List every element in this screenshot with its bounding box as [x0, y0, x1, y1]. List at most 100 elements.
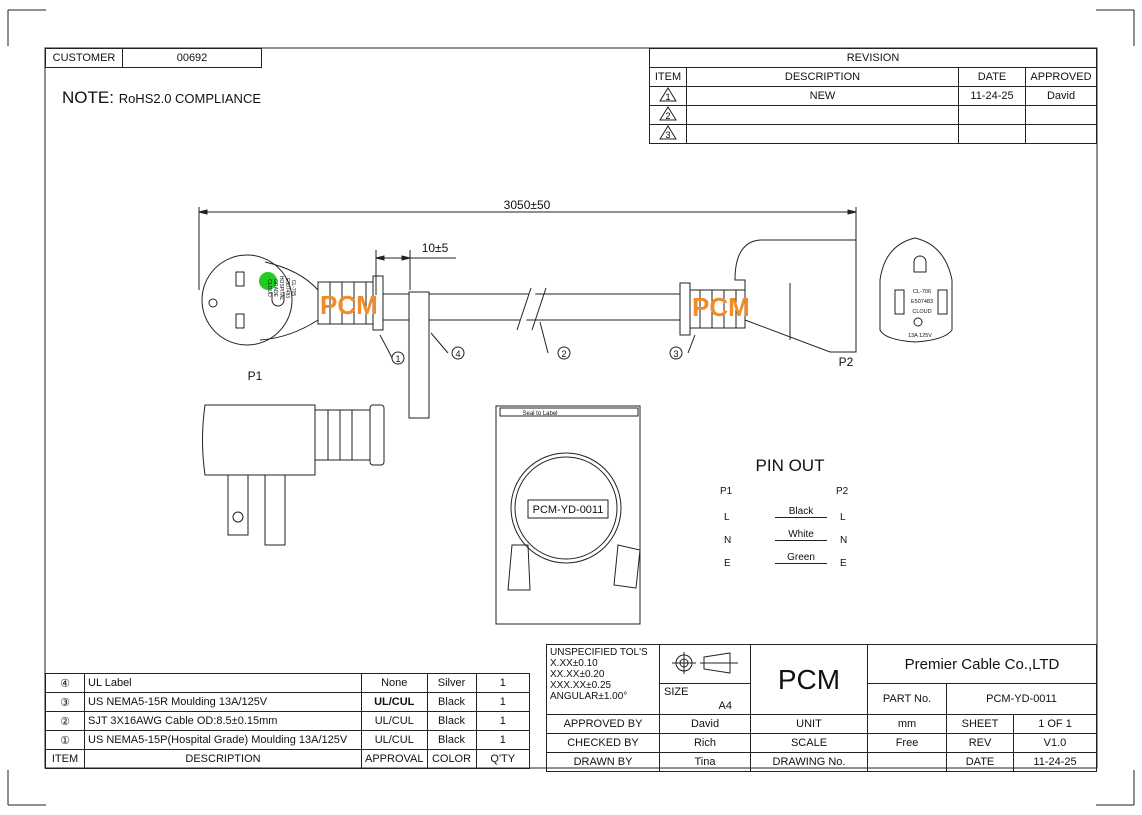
hospital-grade-dot — [259, 272, 277, 290]
customer-box: CUSTOMER 00692 — [45, 48, 262, 68]
approved-by: David — [659, 714, 751, 734]
customer-label: CUSTOMER — [45, 48, 123, 68]
pinout-left: E — [724, 558, 731, 569]
sheet: 1 OF 1 — [1013, 714, 1097, 734]
ul-label — [408, 291, 430, 419]
pinout-color: Black — [775, 506, 827, 518]
bom-item: ④ — [45, 673, 85, 693]
pinout-right: N — [840, 535, 848, 546]
p2-label: P2 — [839, 355, 854, 369]
size-cell: SIZE A4 — [659, 683, 751, 715]
checked-by: Rich — [659, 733, 751, 753]
note-prefix: NOTE: — [62, 88, 114, 107]
bom-qty: 1 — [475, 730, 530, 750]
title-block: UNSPECIFIED TOL'S X.XX±0.10 XX.XX±0.20 X… — [546, 644, 1097, 772]
bom-color: Black — [426, 730, 477, 750]
pinout-color: Green — [775, 552, 827, 564]
label-dim-text: 10±5 — [422, 241, 449, 255]
bom-color: Silver — [426, 673, 477, 693]
pinout: PIN OUT P1 P2 L Black L N White N E Gree… — [700, 456, 870, 575]
plug-text: GRADE — [272, 279, 278, 297]
pinout-left: L — [724, 512, 730, 523]
scale: Free — [867, 733, 947, 753]
bom-table: ④ UL Label None Silver 1 ③ US NEMA5-15R … — [45, 673, 530, 769]
bom-approval: UL/CUL — [361, 692, 428, 712]
date-label: DATE — [946, 752, 1014, 772]
approved-by-label: APPROVED BY — [546, 714, 660, 734]
receptacle-text: CL-706 — [913, 289, 931, 295]
tolerance-line: X.XX±0.10 — [550, 658, 598, 669]
company-name: Premier Cable Co.,LTD — [867, 644, 1097, 684]
bom-row: ④ UL Label None Silver 1 — [45, 673, 530, 693]
callout-circle — [391, 351, 405, 365]
rev: V1.0 — [1013, 733, 1097, 753]
plug-text: E507483 — [284, 278, 290, 298]
bom-desc: SJT 3X16AWG Cable OD:8.5±0.15mm — [84, 711, 362, 731]
bom-row: ② SJT 3X16AWG Cable OD:8.5±0.15mm UL/CUL… — [45, 711, 530, 731]
bom-header: Q'TY — [475, 749, 530, 769]
callout-2: 2 — [561, 349, 566, 359]
arrow-left-icon — [198, 209, 208, 215]
p1-label: P1 — [248, 369, 263, 383]
pinout-row: L Black L — [700, 506, 870, 529]
bom-approval: UL/CUL — [361, 711, 428, 731]
projection-symbol-icon — [659, 644, 751, 684]
receptacle-text: 13A 125V — [908, 333, 932, 339]
unit-label: UNIT — [750, 714, 868, 734]
plug-text: HOSPITAL — [278, 276, 284, 301]
revision-item: 3 — [665, 130, 670, 140]
bom-desc: US NEMA5-15R Moulding 13A/125V — [84, 692, 362, 712]
tb-logo: PCM — [750, 644, 868, 715]
plug-text: CL-705 — [290, 280, 296, 297]
p2-body — [734, 239, 857, 353]
revision-header: ITEM — [649, 67, 687, 87]
revision-row: 3 — [649, 124, 1097, 144]
callout-circle — [451, 346, 465, 360]
logo-pcm-p2: PCM — [692, 292, 750, 322]
revision-table: REVISION ITEM DESCRIPTION DATE APPROVED … — [649, 48, 1097, 144]
bom-desc: US NEMA5-15P(Hospital Grade) Moulding 13… — [84, 730, 362, 750]
size-label: SIZE — [664, 686, 689, 698]
revision-approved — [1025, 124, 1097, 144]
p1-slot — [235, 313, 245, 329]
pinout-row: N White N — [700, 529, 870, 552]
revision-item: 1 — [665, 92, 670, 102]
callout-circle — [557, 346, 571, 360]
revision-item: 2 — [665, 111, 670, 121]
revision-triangle: 3 — [649, 124, 687, 144]
unit: mm — [867, 714, 947, 734]
drawing-no-label: DRAWING No. — [750, 752, 868, 772]
label-part-text: PCM-YD-0011 — [533, 504, 604, 516]
arrow-right-icon — [847, 209, 857, 215]
length-dim-text: 3050±50 — [504, 198, 551, 212]
bom-item: ① — [45, 730, 85, 750]
pinout-color: White — [775, 529, 827, 541]
pinout-right: E — [840, 558, 847, 569]
tolerance-line: XXX.XX±0.25 — [550, 680, 612, 691]
receptacle-text: E507483 — [911, 299, 933, 305]
callout-circle — [669, 346, 683, 360]
bom-row: ③ US NEMA5-15R Moulding 13A/125V UL/CUL … — [45, 692, 530, 712]
label-strip-text: Seal to Label — [522, 411, 557, 417]
drawn-by-label: DRAWN BY — [546, 752, 660, 772]
drawn-by: Tina — [659, 752, 751, 772]
p2-face — [879, 237, 953, 343]
part-no-label: PART No. — [867, 683, 947, 715]
sheet-label: SHEET — [946, 714, 1014, 734]
tolerance-line: XX.XX±0.20 — [550, 669, 605, 680]
logo-pcm-p1: PCM — [320, 290, 378, 320]
label-photo-frame — [495, 405, 641, 625]
tolerance-line: ANGULAR±1.00° — [550, 691, 628, 702]
part-no: PCM-YD-0011 — [946, 683, 1097, 715]
bom-header: COLOR — [426, 749, 477, 769]
p1-side-view — [202, 404, 316, 476]
pinout-row: E Green E — [700, 552, 870, 575]
drawing-no — [867, 752, 947, 772]
bom-qty: 1 — [475, 673, 530, 693]
pinout-right-header: P2 — [836, 486, 849, 497]
bom-desc: UL Label — [84, 673, 362, 693]
note-text: RoHS2.0 COMPLIANCE — [118, 91, 262, 106]
bom-approval: UL/CUL — [361, 730, 428, 750]
revision-row: 2 — [649, 105, 1097, 125]
callout-3: 3 — [673, 349, 678, 359]
